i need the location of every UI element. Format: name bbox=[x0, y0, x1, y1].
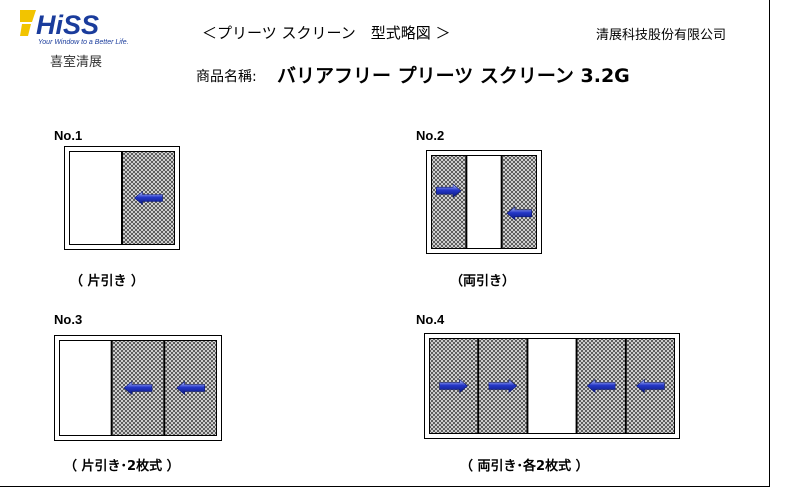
screen-panel-open bbox=[528, 339, 576, 433]
screen-panel-mesh bbox=[432, 156, 466, 248]
arrow-right-icon bbox=[439, 378, 469, 394]
brand-tagline: Your Window to a Better Life. bbox=[38, 39, 129, 46]
type-label-1: No.1 bbox=[54, 128, 83, 143]
page-frame bbox=[0, 0, 770, 487]
product-label: 商品名稱: bbox=[196, 69, 257, 85]
arrow-left-icon bbox=[586, 378, 616, 394]
arrow-right-icon bbox=[488, 378, 518, 394]
window-diagram-1 bbox=[64, 146, 180, 250]
type-label-2: No.2 bbox=[416, 128, 445, 143]
arrow-left-icon bbox=[635, 378, 665, 394]
arrow-left-icon bbox=[134, 190, 163, 206]
document-title: ＜プリーツ スクリーン 型式略図 ＞ bbox=[202, 24, 451, 42]
type-label-4: No.4 bbox=[416, 312, 445, 327]
screen-panel-mesh bbox=[502, 156, 536, 248]
screen-panel-open bbox=[70, 152, 121, 244]
logo-wordmark: HiSS bbox=[36, 10, 99, 38]
brand-logo: HiSS Your Window to a Better Life. 喜室清展 bbox=[20, 8, 130, 70]
arrow-left-icon bbox=[123, 380, 153, 396]
window-diagram-3 bbox=[54, 335, 222, 441]
arrow-left-icon bbox=[176, 380, 205, 396]
brand-name-cn: 喜室清展 bbox=[50, 55, 103, 70]
arrow-right-icon bbox=[436, 183, 462, 198]
window-diagram-2 bbox=[426, 150, 542, 254]
product-name: バリアフリー プリーツ スクリーン 3.2G bbox=[277, 65, 630, 87]
caption-4: （ 両引き･各2枚式 ） bbox=[460, 459, 589, 474]
arrow-left-icon bbox=[506, 206, 532, 221]
company-name: 清展科技股份有限公司 bbox=[596, 28, 727, 43]
hiss-logo-mark: HiSS bbox=[20, 10, 99, 38]
window-diagram-4 bbox=[424, 333, 680, 439]
screen-panel-open bbox=[467, 156, 501, 248]
type-label-3: No.3 bbox=[54, 312, 83, 327]
screen-panel-open bbox=[60, 341, 111, 435]
caption-3: （ 片引き･2枚式 ） bbox=[64, 459, 180, 474]
caption-2: （両引き） bbox=[450, 274, 516, 289]
caption-1: （ 片引き ） bbox=[70, 274, 145, 289]
